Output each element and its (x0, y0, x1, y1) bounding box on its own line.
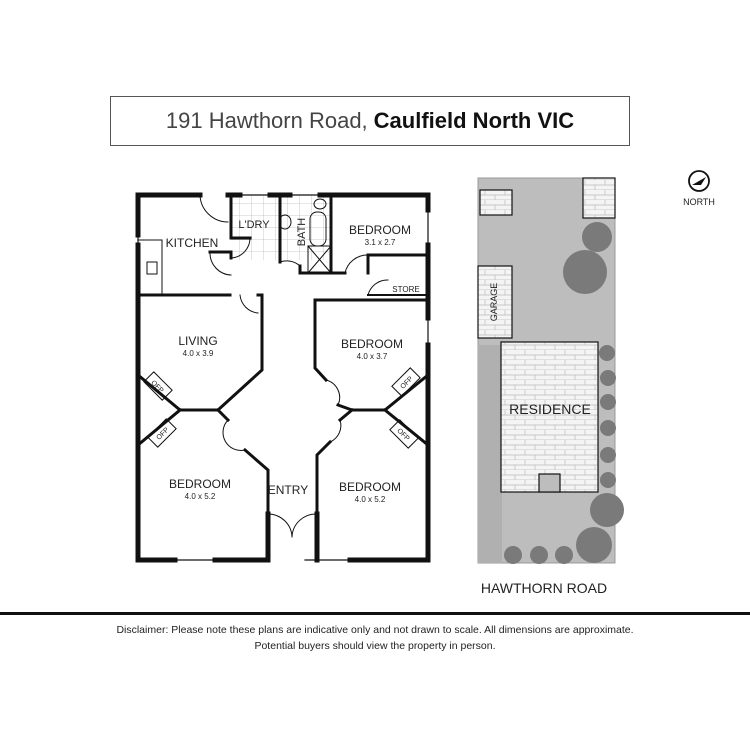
disclaimer-line-1: Disclaimer: Please note these plans are … (116, 624, 634, 636)
floor-plan (135, 192, 431, 563)
room-label-laundry: L'DRY (238, 219, 270, 231)
compass-label: NORTH (683, 197, 715, 207)
compass-icon: NORTH (683, 170, 715, 207)
room-dims-bedroom-2: 4.0 x 3.7 (357, 352, 388, 361)
room-dims-bedroom-4: 4.0 x 5.2 (355, 495, 386, 504)
shed-building (479, 189, 513, 216)
outbuilding (582, 177, 616, 219)
room-dims-bedroom-1: 3.1 x 2.7 (365, 238, 396, 247)
room-label-kitchen: KITCHEN (166, 236, 219, 250)
disclaimer: Disclaimer: Please note these plans are … (0, 622, 750, 654)
room-label-bedroom-4: BEDROOM (339, 480, 401, 494)
room-label-bedroom-3: BEDROOM (169, 477, 231, 491)
room-label-store: STORE (392, 285, 419, 294)
residence-label: RESIDENCE (509, 401, 591, 417)
street-label: HAWTHORN ROAD (481, 580, 607, 596)
room-dims-living: 4.0 x 3.9 (183, 349, 214, 358)
site-plan: GARAGE RESIDENCE HAWTHORN ROAD (477, 177, 624, 596)
footer-divider (0, 612, 750, 615)
garage-label: GARAGE (489, 283, 499, 322)
address-title-box: 191 Hawthorn Road, Caulfield North VIC (110, 96, 630, 146)
garage-building (477, 265, 513, 339)
room-label-living: LIVING (178, 334, 217, 348)
room-label-bedroom-2: BEDROOM (341, 337, 403, 351)
room-label-bath: BATH (296, 218, 308, 247)
address-suburb: Caulfield North VIC (373, 108, 575, 133)
room-label-bedroom-1: BEDROOM (349, 223, 411, 237)
disclaimer-line-2: Potential buyers should view the propert… (254, 640, 496, 652)
address-street: 191 Hawthorn Road, (165, 108, 368, 133)
tree-icons (504, 222, 624, 564)
room-dims-bedroom-3: 4.0 x 5.2 (185, 492, 216, 501)
residence-building (500, 341, 599, 493)
room-label-entry: ENTRY (268, 483, 308, 497)
